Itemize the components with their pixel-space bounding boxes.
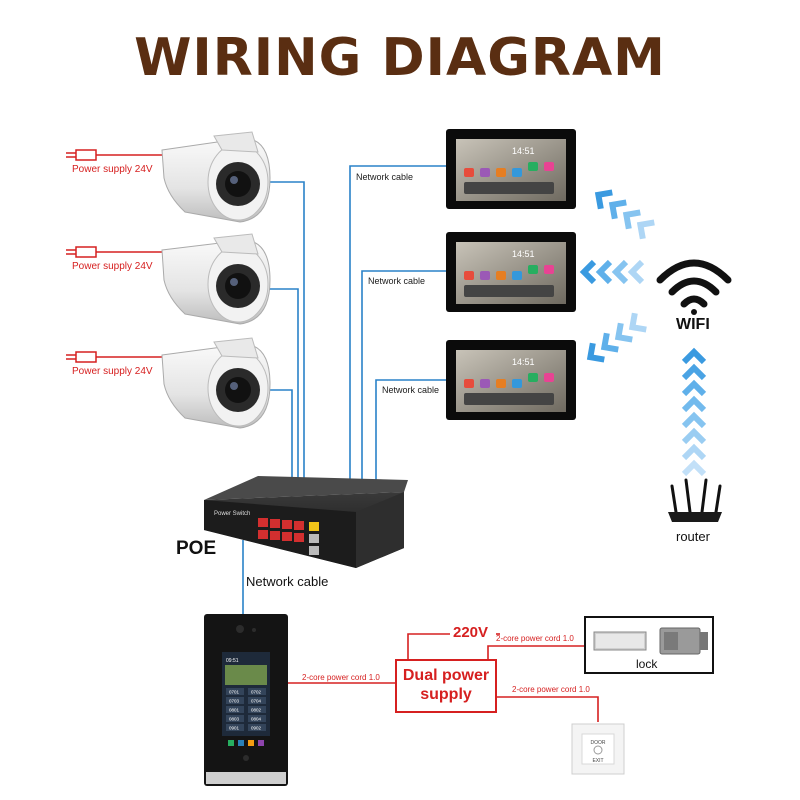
indoor-monitor-2: 14:51	[446, 232, 576, 312]
camera-2-power-label: Power supply 24V	[72, 261, 153, 272]
door-key: 0702	[251, 690, 262, 695]
power-plug-icon	[66, 351, 170, 363]
camera-3	[66, 337, 271, 429]
monitor-2-cable-label: Network cable	[368, 276, 426, 286]
door-key: 0704	[251, 699, 262, 704]
switch-panel-text: Power Switch	[214, 511, 250, 517]
wifi-label: WIFI	[676, 316, 710, 333]
door-key: 0901	[229, 726, 240, 731]
exit-button-power-wire	[494, 696, 599, 722]
camera-1	[66, 131, 271, 223]
network-cables	[242, 165, 446, 622]
door-key: 0804	[251, 717, 262, 722]
router-label: router	[676, 529, 710, 544]
router	[668, 478, 722, 522]
mains-220v-label: 220V	[453, 624, 489, 641]
power-wires	[288, 633, 599, 722]
camera-2	[66, 233, 271, 325]
exit-button-line1: DOOR	[591, 740, 606, 746]
monitor-2-cable	[361, 270, 446, 484]
poe-switch: Power Switch	[204, 476, 408, 568]
wifi-signal-arrows	[579, 189, 707, 477]
lock-power-wire	[487, 645, 584, 662]
monitor-1-cable	[349, 165, 446, 484]
dual-power-supply-box	[395, 659, 497, 713]
lock-devices	[593, 627, 708, 655]
exit-button-line2: EXIT	[592, 758, 603, 764]
switch-ports	[258, 518, 319, 555]
lock-power-cord-label: 2-core power cord 1.0	[496, 634, 574, 643]
door-station: 09:51 0701 0702 0703 0704 0801 0802 0803…	[204, 614, 288, 786]
monitor-1-cable-label: Network cable	[356, 172, 414, 182]
poe-label: POE	[176, 538, 217, 559]
wifi-icon	[656, 259, 732, 315]
door-station-power-cord-label: 2-core power cord 1.0	[302, 673, 380, 682]
power-plug-icon	[66, 149, 170, 161]
door-key: 0801	[229, 708, 240, 713]
camera-3-power-label: Power supply 24V	[72, 366, 153, 377]
camera-3-cable	[262, 389, 293, 478]
doorbell-cable-label: Network cable	[246, 574, 329, 589]
dual-power-supply-label: Dual power supply	[402, 667, 490, 703]
door-key: 0701	[229, 690, 240, 695]
monitor-2-clock: 14:51	[512, 249, 535, 259]
mains-wire	[407, 633, 450, 662]
monitor-1-clock: 14:51	[512, 146, 535, 156]
exit-button: DOOR EXIT	[571, 723, 625, 775]
indoor-monitor-3: 14:51	[446, 340, 576, 420]
monitor-3-clock: 14:51	[512, 357, 535, 367]
exit-button-power-cord-label: 2-core power cord 1.0	[512, 685, 590, 694]
power-plug-icon	[66, 246, 170, 258]
indoor-monitor-1: 14:51	[446, 129, 576, 209]
camera-1-power-label: Power supply 24V	[72, 164, 153, 175]
camera-2-cable	[262, 288, 299, 478]
door-key: 0802	[251, 708, 262, 713]
door-station-keys: 0701 0702 0703 0704 0801 0802 0803 0804 …	[226, 688, 266, 731]
monitor-3-cable-label: Network cable	[382, 385, 440, 395]
page-title: WIRING DIAGRAM	[134, 28, 666, 88]
door-key: 0703	[229, 699, 240, 704]
monitor-3-cable	[375, 379, 446, 484]
door-key: 0902	[251, 726, 262, 731]
lock-label: lock	[636, 657, 658, 671]
lock-box	[584, 616, 714, 674]
camera-1-cable	[262, 181, 305, 478]
door-station-clock: 09:51	[226, 658, 239, 664]
door-key: 0803	[229, 717, 240, 722]
